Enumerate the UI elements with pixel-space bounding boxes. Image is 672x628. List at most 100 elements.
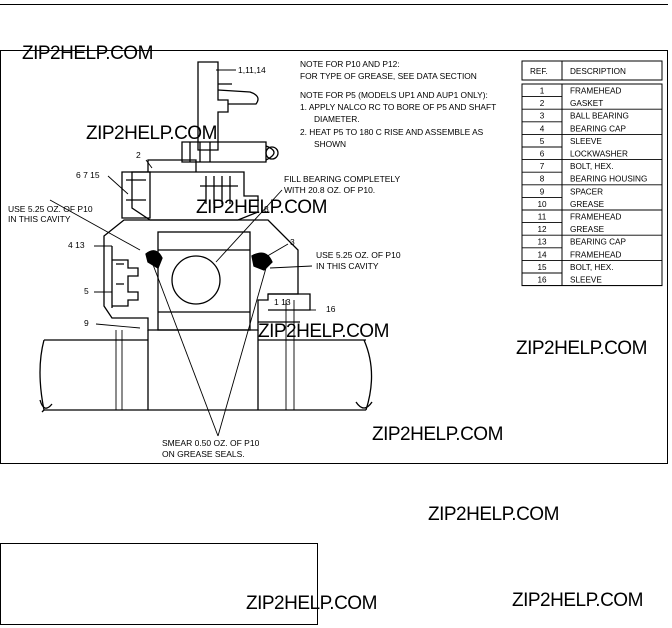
use-right-line1: USE 5.25 OZ. OF P10 bbox=[316, 250, 401, 260]
ball-bearing-outer bbox=[157, 231, 251, 331]
notes-block: NOTE FOR P10 AND P12: FOR TYPE OF GREASE… bbox=[300, 59, 496, 149]
leader-use-left bbox=[49, 199, 141, 251]
watermark-2: ZIP2HELP.COM bbox=[86, 123, 217, 144]
watermark-8: ZIP2HELP.COM bbox=[246, 593, 377, 614]
watermark-7: ZIP2HELP.COM bbox=[428, 504, 559, 525]
table-cell-ref: 10 bbox=[537, 200, 547, 209]
leader-3 bbox=[263, 243, 289, 259]
spacer-right bbox=[268, 293, 311, 311]
callout-6-7-15: 6 7 15 bbox=[76, 170, 100, 180]
leader-smear-left bbox=[151, 261, 219, 437]
note-line2: FOR TYPE OF GREASE, SEE DATA SECTION bbox=[300, 71, 477, 81]
watermark-3: ZIP2HELP.COM bbox=[196, 197, 327, 218]
hex-bolt-lines bbox=[126, 179, 146, 201]
ball-bearing-ball bbox=[171, 255, 221, 305]
note-line1: NOTE FOR P10 AND P12: bbox=[300, 59, 400, 69]
sleeve-detail bbox=[116, 263, 124, 285]
callout-1-13: 1 13 bbox=[274, 297, 291, 307]
note-line4b: DIAMETER. bbox=[314, 114, 360, 124]
shaft-left-break bbox=[39, 339, 45, 413]
table-header-ref: REF. bbox=[530, 67, 548, 76]
callout-8: 8 bbox=[264, 204, 269, 214]
callout-2: 2 bbox=[136, 150, 141, 160]
bearing-cap-upper bbox=[131, 171, 259, 221]
table-cell-ref: 7 bbox=[540, 162, 545, 171]
table-cell-description: BOLT, HEX. bbox=[570, 162, 614, 171]
table-cell-ref: 14 bbox=[537, 250, 547, 259]
table-cell-description: FRAMEHEAD bbox=[570, 87, 621, 96]
callout-3: 3 bbox=[290, 237, 295, 247]
table-body-box bbox=[521, 83, 663, 287]
top-bolt bbox=[181, 141, 267, 163]
bolt-head bbox=[265, 145, 275, 161]
watermark-4: ZIP2HELP.COM bbox=[258, 321, 389, 342]
bearing-housing bbox=[103, 219, 299, 331]
watermark-9: ZIP2HELP.COM bbox=[512, 590, 643, 611]
shaft-break-ticks bbox=[39, 399, 373, 409]
table-cell-ref: 1 bbox=[540, 87, 545, 96]
table-cell-description: GREASE bbox=[570, 200, 605, 209]
smear-line2: ON GREASE SEALS. bbox=[162, 449, 245, 459]
table-cell-description: BALL BEARING bbox=[570, 112, 629, 121]
shaft-shoulder-lines bbox=[147, 330, 259, 410]
table-cell-description: FRAMEHEAD bbox=[570, 250, 621, 259]
use-left-line2: IN THIS CAVITY bbox=[8, 214, 71, 224]
fill-line2: WITH 20.8 OZ. OF P10. bbox=[284, 185, 375, 195]
leader-lines bbox=[49, 69, 316, 437]
hex-bolt-left bbox=[121, 171, 151, 219]
sleeve-lockwasher bbox=[112, 259, 139, 307]
watermarks: ZIP2HELP.COM ZIP2HELP.COM ZIP2HELP.COM Z… bbox=[22, 43, 647, 614]
shaft-centerline-right bbox=[285, 300, 295, 410]
bolt-end bbox=[265, 146, 279, 160]
table-header-description: DESCRIPTION bbox=[570, 67, 626, 76]
note-line3: NOTE FOR P5 (MODELS UP1 AND AUP1 ONLY): bbox=[300, 90, 488, 100]
callout-4-13: 4 13 bbox=[68, 240, 85, 250]
table-cell-description: SLEEVE bbox=[570, 276, 602, 285]
cap-boss bbox=[147, 159, 197, 172]
table-cell-ref: 12 bbox=[537, 225, 547, 234]
empty-bottom-box bbox=[0, 543, 318, 625]
table-cell-description: GREASE bbox=[570, 225, 605, 234]
table-cell-description: BEARING HOUSING bbox=[570, 175, 647, 184]
framehead-top bbox=[197, 61, 229, 151]
table-cell-ref: 4 bbox=[540, 124, 545, 133]
table-cell-description: SPACER bbox=[570, 187, 603, 196]
use-right-line2: IN THIS CAVITY bbox=[316, 261, 379, 271]
fill-line1: FILL BEARING COMPLETELY bbox=[284, 174, 401, 184]
top-rule bbox=[0, 4, 668, 5]
table-cell-ref: 9 bbox=[540, 187, 545, 196]
note-line5a: 2. HEAT P5 TO 180 C RISE AND ASSEMBLE AS bbox=[300, 127, 484, 137]
shaft-right-break bbox=[363, 339, 373, 411]
table-cell-description: BEARING CAP bbox=[570, 124, 627, 133]
leader-use-right bbox=[269, 265, 313, 269]
table-cell-description: BEARING CAP bbox=[570, 238, 627, 247]
table-cell-ref: 15 bbox=[537, 263, 547, 272]
note-line5b: SHOWN bbox=[314, 139, 346, 149]
callout-9: 9 bbox=[84, 318, 89, 328]
smear-line1: SMEAR 0.50 OZ. OF P10 bbox=[162, 438, 260, 448]
callout-5: 5 bbox=[84, 286, 89, 296]
table-cell-ref: 5 bbox=[540, 137, 545, 146]
table-cell-description: FRAMEHEAD bbox=[570, 213, 621, 222]
leader-6-7-15 bbox=[107, 175, 129, 195]
table-cell-description: GASKET bbox=[570, 99, 603, 108]
bolt-threads bbox=[189, 142, 211, 162]
table-cell-ref: 2 bbox=[540, 99, 545, 108]
leader-2 bbox=[145, 159, 153, 169]
callout-16: 16 bbox=[326, 304, 336, 314]
framehead-lip bbox=[217, 83, 259, 105]
drawing-frame bbox=[0, 50, 668, 464]
leader-fill bbox=[215, 189, 283, 263]
table-cell-ref: 8 bbox=[540, 175, 545, 184]
callout-1-11-14: 1,11,14 bbox=[238, 65, 266, 75]
note-line4a: 1. APPLY NALCO RC TO BORE OF P5 AND SHAF… bbox=[300, 102, 496, 112]
cap-hatching bbox=[200, 176, 238, 204]
grease-seal-left bbox=[145, 250, 163, 269]
table-cell-ref: 13 bbox=[537, 238, 547, 247]
leader-9 bbox=[95, 323, 141, 329]
table-header-box bbox=[521, 60, 663, 81]
table-cell-ref: 11 bbox=[538, 213, 547, 222]
